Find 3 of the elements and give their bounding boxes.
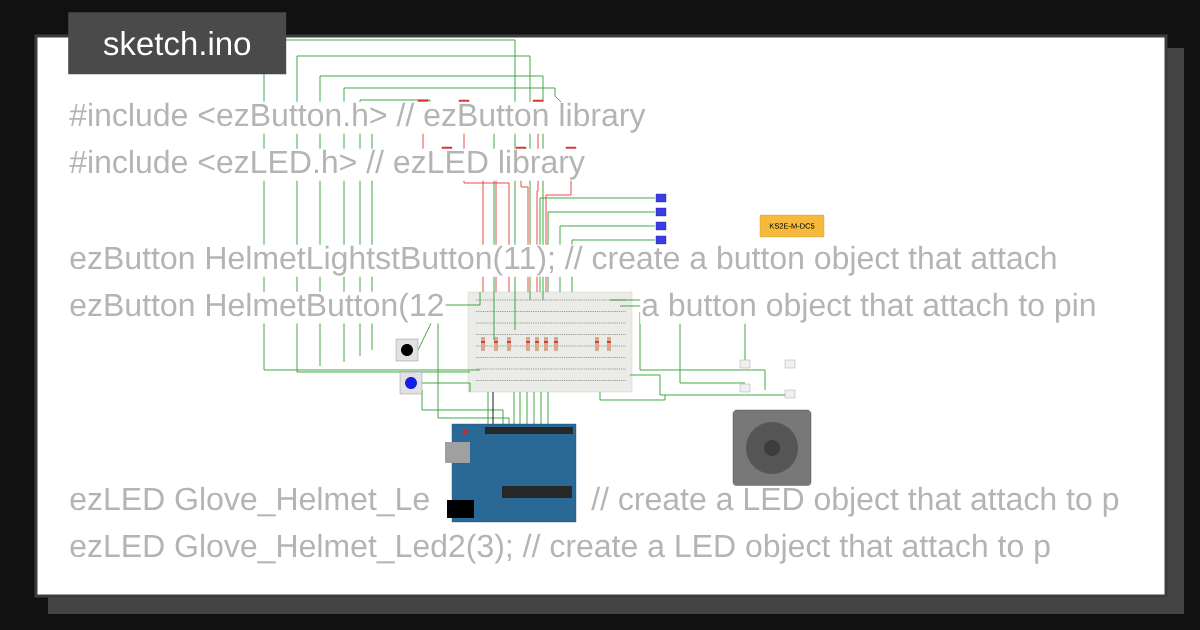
file-tab: sketch.ino [68, 12, 287, 75]
code-line: ezLED Glove_Helmet_Le [68, 485, 432, 518]
code-line: ezLED Glove_Helmet_Led2(3); // create a LED object that attach to p [68, 532, 1053, 565]
